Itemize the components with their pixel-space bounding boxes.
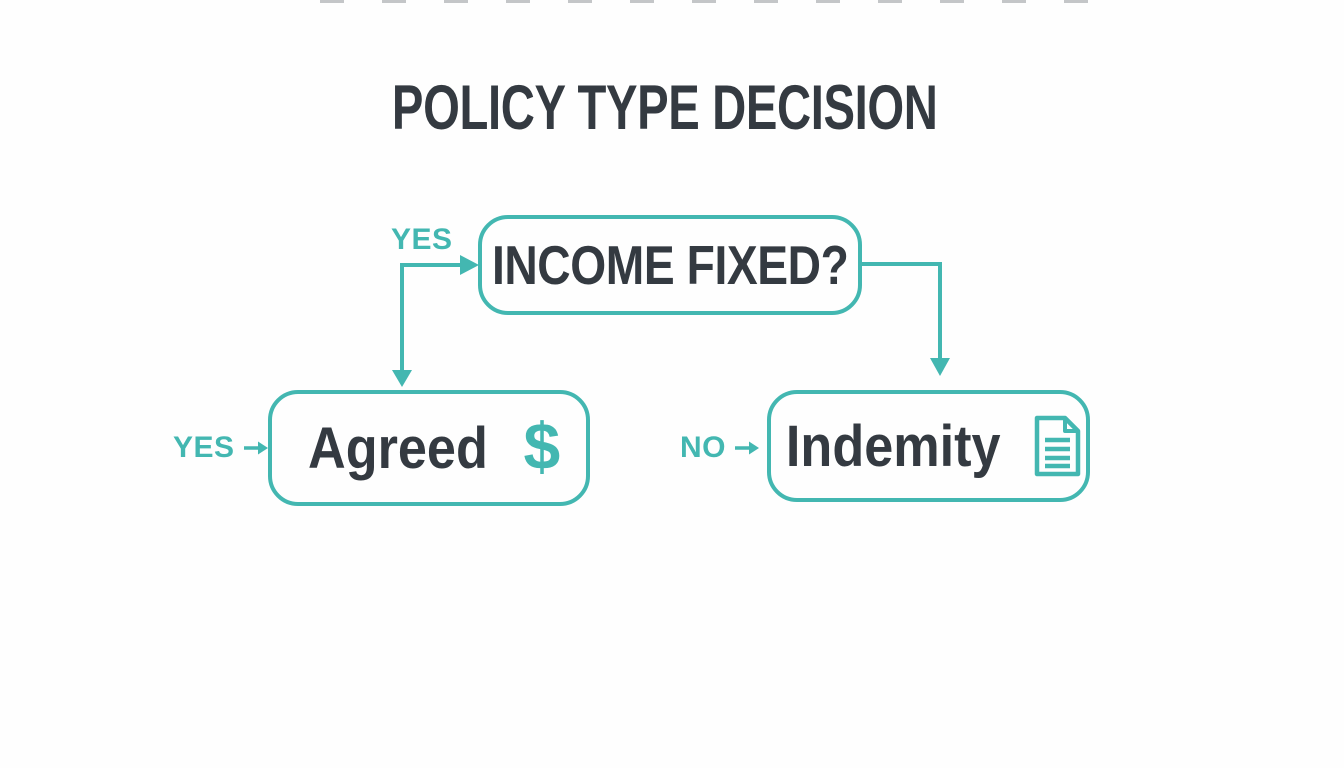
dollar-sign-icon: $: [523, 409, 561, 483]
clipped-text-artifact: [320, 0, 1110, 3]
arrow-right-icon: [735, 441, 759, 455]
branch-label-yes-top: YES: [391, 223, 453, 257]
yes-top-label-text: YES: [391, 223, 453, 256]
no-label-text: NO: [680, 431, 726, 464]
branch-label-yes-left: YES: [173, 431, 268, 465]
decision-node-label: INCOME FIXED?: [491, 234, 849, 296]
arrowhead-down-to-agreed: [392, 370, 412, 387]
indemity-node-label: Indemity: [786, 413, 1001, 479]
arrowhead-down-to-indemity: [930, 358, 950, 376]
branch-label-no-right: NO: [680, 431, 759, 465]
agreed-node-label: Agreed: [307, 415, 488, 481]
yes-elbow-connector: [400, 263, 460, 372]
arrowhead-into-decision: [460, 255, 479, 275]
page-title-text: POLICY TYPE DECISION: [392, 73, 938, 143]
document-icon: [1034, 415, 1080, 477]
decision-node-income-fixed: INCOME FIXED?: [478, 215, 862, 315]
yes-left-label-text: YES: [173, 431, 235, 464]
no-branch-connector: [862, 262, 942, 360]
outcome-node-indemity: Indemity: [767, 390, 1090, 502]
page-title: POLICY TYPE DECISION: [0, 73, 1330, 143]
outcome-node-agreed: Agreed $: [268, 390, 590, 506]
arrow-right-icon: [243, 441, 268, 455]
